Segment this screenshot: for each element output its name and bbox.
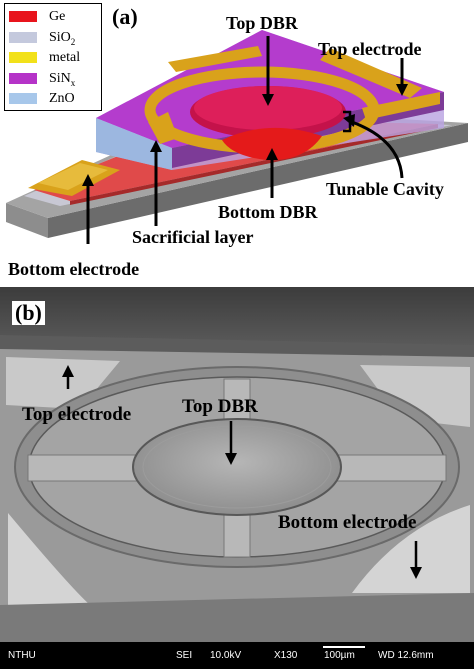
bottom-dbr-disk — [222, 127, 322, 161]
label-tunable-cavity: Tunable Cavity — [326, 179, 444, 199]
legend-swatch — [9, 31, 37, 43]
panel-b-sem-image: (b) Top electrode Top DBR Bottom electro… — [0, 287, 474, 669]
label-bottom-dbr: Bottom DBR — [218, 202, 318, 222]
legend-label: SiO2 — [49, 29, 76, 47]
device-3d-schematic — [6, 30, 468, 244]
top-electrode-arm-4 — [148, 112, 178, 144]
info-mode: SEI — [176, 650, 193, 661]
top-electrode-arm-3 — [362, 92, 440, 120]
panel-b-tag: (b) — [12, 301, 45, 325]
panel-a-tag: (a) — [112, 4, 138, 29]
label-b-top-electrode: Top electrode — [22, 404, 132, 425]
info-magnification: X130 — [274, 650, 298, 661]
substrate-left-face — [6, 203, 48, 238]
bottom-electrode-pad-right — [352, 505, 470, 593]
label-b-top-dbr: Top DBR — [182, 396, 258, 417]
legend-label: Ge — [49, 9, 66, 24]
label-top-dbr: Top DBR — [226, 13, 298, 33]
label-sacrificial-layer: Sacrificial layer — [132, 227, 254, 247]
legend-swatch — [9, 11, 37, 22]
info-voltage: 10.0kV — [210, 650, 242, 661]
substrate-front-face — [48, 123, 468, 238]
sem-micrograph — [0, 287, 474, 669]
top-electrode-arm-1 — [168, 46, 262, 72]
legend-swatch — [9, 52, 37, 63]
legend-label: metal — [49, 50, 81, 65]
label-top-electrode: Top electrode — [318, 39, 422, 59]
info-org: NTHU — [8, 650, 36, 661]
top-dbr-surface — [194, 86, 342, 130]
bottom-electrode-pad-highlight — [38, 163, 108, 190]
label-bottom-electrode: Bottom electrode — [8, 259, 140, 279]
top-dbr-membrane — [132, 418, 342, 516]
legend-swatch — [9, 93, 37, 104]
zno-left-face — [96, 118, 172, 170]
legend-label: ZnO — [49, 91, 75, 106]
scale-bar — [323, 646, 365, 648]
bottom-electrode-pad-left — [8, 513, 90, 605]
info-working-distance: WD 12.6mm — [378, 650, 434, 661]
ge-bottom-stack-edge — [70, 124, 438, 205]
top-electrode-arm-2 — [320, 48, 422, 98]
top-electrode-pad-right — [360, 365, 470, 427]
substrate-edge — [0, 593, 474, 642]
info-scale: 100µm — [324, 650, 355, 661]
legend-label: SiNx — [49, 70, 76, 88]
label-b-bottom-electrode: Bottom electrode — [278, 512, 417, 533]
legend-swatch — [9, 72, 37, 84]
arrow-tunable-cavity — [351, 120, 404, 179]
sem-info-bar: NTHU SEI 10.0kV X130 100µm WD 12.6mm — [0, 642, 474, 669]
top-electrode-pad-left — [6, 357, 120, 409]
